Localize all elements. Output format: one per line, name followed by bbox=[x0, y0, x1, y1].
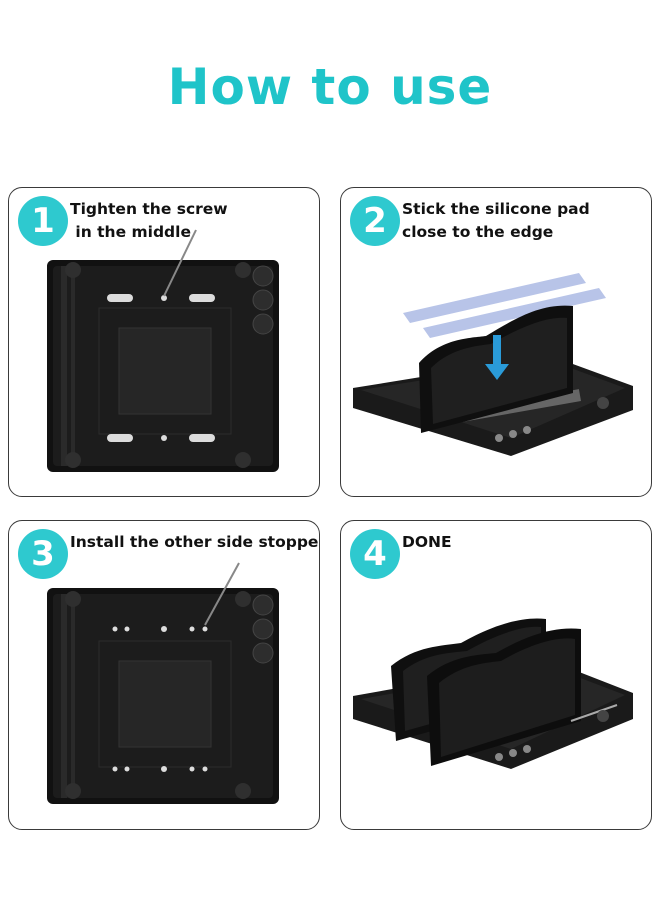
page-title: How to use bbox=[167, 58, 493, 116]
stand-bottom-stopper-image bbox=[47, 562, 279, 804]
step-text-line: in the middle bbox=[70, 223, 191, 241]
step-3-text: Install the other side stopper bbox=[70, 531, 320, 554]
step-2-card: 2 Stick the silicone pad close to the ed… bbox=[340, 187, 652, 497]
step-number-badge: 4 bbox=[350, 529, 400, 579]
step-text-line: close to the edge bbox=[402, 223, 554, 241]
step-4-text: DONE bbox=[402, 531, 452, 554]
step-3-card: 3 Install the other side stopper bbox=[8, 520, 320, 830]
step-text-line: Tighten the screw bbox=[70, 200, 228, 218]
step-1-card: 1 Tighten the screw in the middle bbox=[8, 187, 320, 497]
stand-silicone-pad-image bbox=[353, 273, 633, 456]
step-text-line: Install the other side stopper bbox=[70, 533, 320, 551]
step-text-line: DONE bbox=[402, 533, 452, 551]
step-number-badge: 1 bbox=[18, 196, 68, 246]
stand-assembled-image bbox=[353, 618, 633, 769]
step-text-line: Stick the silicone pad bbox=[402, 200, 590, 218]
step-number-badge: 2 bbox=[350, 196, 400, 246]
step-2-text: Stick the silicone pad close to the edge bbox=[402, 198, 590, 244]
step-number-badge: 3 bbox=[18, 529, 68, 579]
stand-bottom-screw-image bbox=[47, 229, 279, 472]
step-1-text: Tighten the screw in the middle bbox=[70, 198, 228, 244]
step-4-card: 4 DONE bbox=[340, 520, 652, 830]
